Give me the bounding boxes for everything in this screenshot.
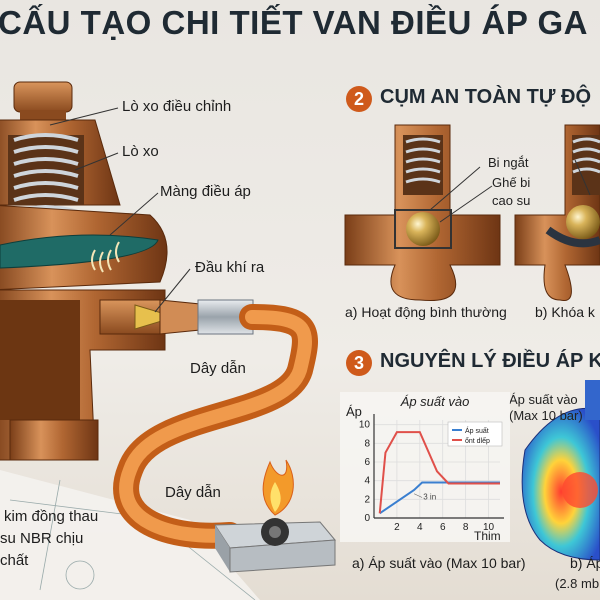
chart-legend-label: ổnt dlếp [465,436,490,445]
chart-x-tick-label: 8 [463,522,469,533]
label-hose-2: Dây dẫn [165,484,221,501]
label-leader-lines [49,107,591,313]
chart-title: Áp suất vào [400,394,470,409]
chart-y-tick-label: 0 [364,513,370,524]
caption-3b-1: b) Áp [570,555,600,571]
page-title: CẤU TẠO CHI TIẾT VAN ĐIỀU ÁP GA [0,4,588,41]
chart-x-label: Thim [474,529,501,542]
chart-y-tick-label: 2 [364,494,370,505]
label-hose-1: Dây dẫn [190,360,246,377]
chart-x-tick-label: 2 [394,522,400,533]
chart-annotation-leader [413,493,423,498]
regulator-pressure-simulation [521,380,600,561]
caption-3a: a) Áp suất vào (Max 10 bar) [352,555,526,571]
section-2-title: CỤM AN TOÀN TỰ ĐỘ [380,86,592,108]
label-seat-1: Ghế bi [492,175,531,190]
label-gas-outlet: Đầu khí ra [195,259,265,276]
section-2-number: 2 [346,86,372,112]
caption-3b-2: (2.8 mb [555,576,600,591]
chart-y-label: Áp [346,404,362,419]
section-3-title: NGUYÊN LÝ ĐIỀU ÁP K [380,350,600,372]
label-inlet-2: (Max 10 bar) [509,408,583,423]
gas-stove [214,459,337,573]
chart-annotation: 3 in [423,492,436,501]
section-3-number: 3 [346,350,372,376]
chart-legend-box [447,421,503,447]
safety-valve-a [344,124,501,302]
label-spring-adjust: Lò xo điều chỉnh [122,98,232,115]
chart-background [340,392,510,542]
label-body-material: kim đồng thau [4,508,99,525]
chart-x-tick-label: 4 [417,522,423,533]
chart-x-tick-label: 10 [483,522,495,533]
label-spring: Lò xo [122,143,159,160]
caption-2b: b) Khóa k [535,304,595,320]
label-seal-material-1: su NBR chịu [0,530,84,547]
chart-legend-label: Áp suất [465,426,489,435]
label-seat-2: cao su [492,193,531,208]
chart-y-tick-label: 4 [364,476,370,487]
chart-series-line [378,431,500,514]
chart-x-tick-label: 6 [440,522,446,533]
label-ball: Bi ngắt [488,155,529,170]
label-inlet-1: Áp suất vào [509,392,578,407]
gas-hose [113,299,318,549]
label-diaphragm: Màng điều áp [160,183,251,200]
chart-y-tick-label: 10 [359,420,371,431]
label-seal-material-2: chất [0,552,29,569]
safety-valve-b [514,124,600,302]
regulator-cutaway [0,81,201,461]
caption-2a: a) Hoạt động bình thường [345,304,507,320]
chart-y-tick-label: 8 [364,438,370,449]
chart-y-tick-label: 6 [364,457,370,468]
